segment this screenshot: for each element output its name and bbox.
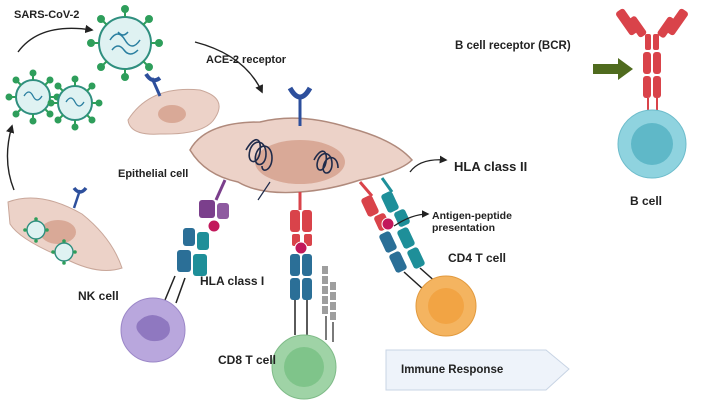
infection-cycle-arrow-top — [17, 24, 94, 53]
label-antigen-peptide-line2: presentation — [432, 222, 495, 234]
label-hla-class-ii: HLA class II — [454, 159, 527, 174]
label-hla-class-i: HLA class I — [200, 274, 264, 288]
label-nk-cell: NK cell — [78, 289, 119, 303]
infection-arrow-to-epithelial — [194, 41, 264, 94]
b-cell-receptor — [616, 8, 688, 112]
infected-host-cell — [127, 72, 220, 135]
hla-class-ii-cd4-complex — [358, 155, 448, 291]
cd8-t-cell — [271, 334, 337, 400]
infection-cycle-arrow-left — [6, 124, 15, 191]
label-epithelial-cell: Epithelial cell — [118, 168, 188, 180]
hla-class-i-cd8-complex — [290, 192, 336, 342]
sars-cov-2-virus-large — [87, 5, 163, 81]
label-bcr: B cell receptor (BCR) — [455, 40, 571, 52]
epithelial-cell — [189, 117, 414, 201]
label-sars-cov-2: SARS-CoV-2 — [14, 9, 79, 21]
b-cell — [617, 109, 687, 179]
ace2-receptor — [287, 86, 313, 126]
label-b-cell: B cell — [630, 194, 662, 208]
sars-cov-2-virus-small-2 — [47, 75, 103, 131]
label-antigen-peptide-line1: Antigen-peptide — [432, 210, 512, 222]
nk-cell — [120, 297, 186, 363]
label-ace2-receptor: ACE-2 receptor — [206, 54, 287, 66]
label-immune-response: Immune Response — [401, 364, 503, 376]
hla-class-i-left-complex — [164, 179, 229, 304]
nk-target-infected-cell — [7, 186, 123, 271]
label-cd4-t-cell: CD4 T cell — [448, 251, 506, 265]
cd4-t-cell — [415, 275, 477, 337]
bcr-arrow — [593, 58, 633, 80]
sars-cov-2-virus-small-1 — [5, 69, 61, 125]
immune-response-arrow[interactable] — [385, 349, 570, 391]
label-cd8-t-cell: CD8 T cell — [218, 353, 276, 367]
